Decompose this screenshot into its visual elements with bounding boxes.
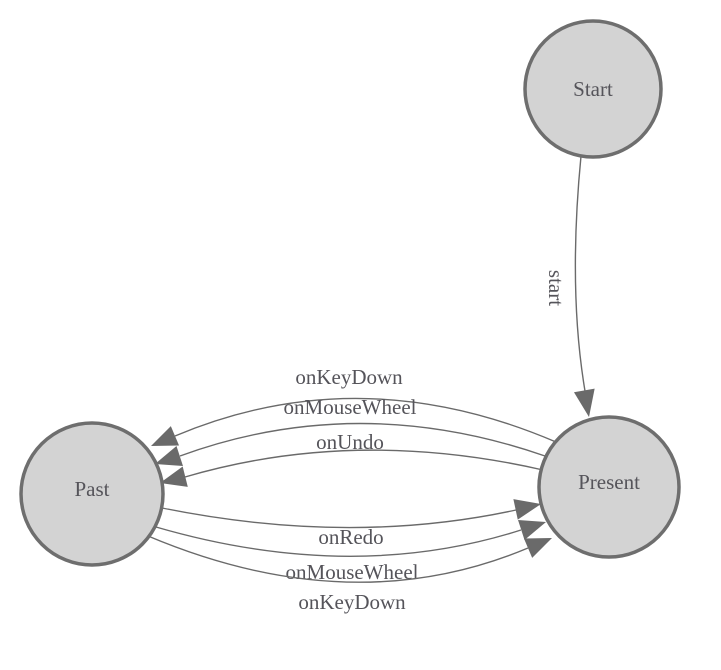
arrowhead-icon [513, 499, 541, 520]
node-present: Present [537, 415, 681, 559]
edge-curve [147, 535, 529, 583]
arrowhead-icon [155, 445, 183, 466]
node-past: Past [19, 421, 165, 567]
arrowhead-icon [523, 538, 552, 558]
edge-present-to-past-undo: onUndo [160, 430, 544, 487]
edge-present-to-past-keydown: onKeyDown [151, 365, 557, 446]
node-present-label: Present [578, 470, 640, 494]
node-past-circle [19, 421, 165, 567]
edge-label-start: start [544, 270, 568, 306]
node-start: Start [523, 19, 663, 159]
arrowhead-icon [160, 466, 188, 487]
node-start-circle [523, 19, 663, 159]
edge-past-to-present-keydown: onKeyDown [147, 535, 552, 614]
edge-curve [574, 155, 586, 392]
edge-label-onundo: onUndo [316, 430, 384, 454]
edge-label-onmousewheel-top: onMouseWheel [284, 395, 417, 419]
arrowhead-icon [518, 520, 546, 541]
edge-curve [155, 526, 522, 557]
edge-curve [179, 422, 546, 457]
edge-label-onkeydown-bottom: onKeyDown [298, 590, 406, 614]
node-past-label: Past [74, 477, 109, 501]
edge-past-to-present-redo: onRedo [161, 499, 541, 549]
node-start-label: Start [573, 77, 613, 101]
edge-present-to-past-mousewheel: onMouseWheel [155, 395, 546, 466]
edge-label-onkeydown-top: onKeyDown [295, 365, 403, 389]
edge-curve [161, 507, 517, 529]
edge-label-onredo: onRedo [318, 525, 383, 549]
arrowhead-icon [151, 426, 180, 446]
node-present-circle [537, 415, 681, 559]
edge-curve [174, 397, 557, 443]
edge-start-to-present: start [544, 155, 595, 417]
arrowhead-icon [573, 388, 595, 417]
edge-curve [184, 449, 544, 478]
